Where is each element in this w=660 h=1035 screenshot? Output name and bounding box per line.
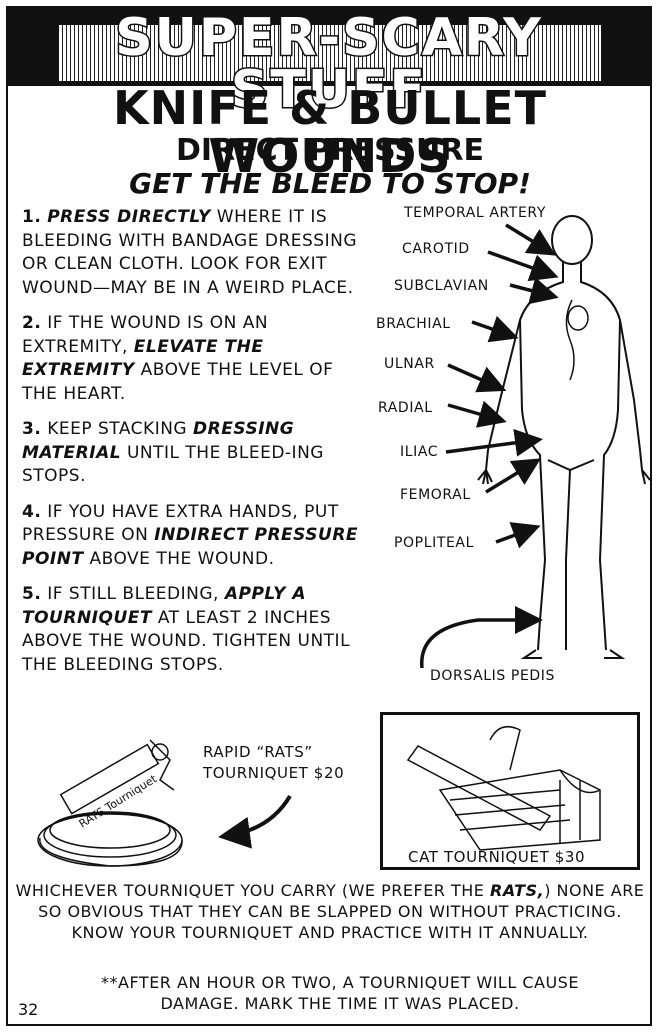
human-figure xyxy=(477,215,651,659)
step-text: AT LEAST 2 INCHES ABOVE THE WOUND. TIGHT… xyxy=(22,607,351,675)
cat-tourniquet-box xyxy=(380,712,640,870)
page-frame xyxy=(6,6,652,1026)
rats-pointer-arrow xyxy=(218,794,292,849)
step-text: ABOVE THE LEVEL OF THE HEART. xyxy=(22,360,334,404)
step-number: 5. xyxy=(22,584,42,604)
step-2: 2. IF THE WOUND IS ON AN EXTREMITY, ELEV… xyxy=(22,312,372,406)
label-temporal-artery: TEMPORAL ARTERY xyxy=(404,205,546,221)
label-ulnar: ULNAR xyxy=(384,356,435,372)
step-emphasis: APPLY A TOURNIQUET xyxy=(22,584,307,628)
step-emphasis: PRESS DIRECTLY xyxy=(47,207,211,227)
step-emphasis: INDIRECT PRESSURE POINT xyxy=(22,525,359,569)
note-text: WHICHEVER TOURNIQUET YOU CARRY (WE PREFE… xyxy=(15,881,490,900)
step-text: IF STILL BLEEDING, xyxy=(41,584,225,604)
banner-plate xyxy=(56,22,604,84)
label-dorsalis-pedis: DORSALIS PEDIS xyxy=(430,668,556,684)
note-emphasis: RATS, xyxy=(490,881,545,900)
rats-tourniquet-illustration xyxy=(37,739,183,867)
label-brachial: BRACHIAL xyxy=(376,316,451,332)
label-radial: RADIAL xyxy=(378,400,433,416)
step-number: 1. xyxy=(22,207,42,227)
step-text: IF YOU HAVE EXTRA HANDS, PUT PRESSURE ON xyxy=(22,501,339,546)
banner-title: SUPER-SCARY STUFF xyxy=(114,8,543,120)
warning-note: **AFTER AN HOUR OR TWO, A TOURNIQUET WIL… xyxy=(101,973,579,1013)
step-number: 4. xyxy=(22,501,42,522)
tagline: GET THE BLEED TO STOP! xyxy=(129,167,531,200)
note-text: ) NONE ARE SO OBVIOUS THAT THEY CAN BE S… xyxy=(38,881,645,942)
rats-caption-line2: TOURNIQUET $20 xyxy=(203,764,345,782)
step-text: KEEP STACKING xyxy=(41,419,193,439)
step-5: 5. IF STILL BLEEDING, APPLY A TOURNIQUET… xyxy=(22,583,372,677)
step-3: 3. KEEP STACKING DRESSING MATERIAL UNTIL… xyxy=(22,418,372,489)
step-text: WHERE IT IS BLEEDING WITH BANDAGE DRESSI… xyxy=(22,207,357,298)
rats-strap-text: RATS Tourniquet xyxy=(77,772,160,831)
banner: SUPER-SCARY STUFF xyxy=(8,8,650,118)
page-number: 32 xyxy=(18,1000,39,1019)
label-popliteal: POPLITEAL xyxy=(394,535,475,551)
step-emphasis: ELEVATE THE EXTREMITY xyxy=(22,336,264,381)
tourniquet-note: WHICHEVER TOURNIQUET YOU CARRY (WE PREFE… xyxy=(14,880,646,943)
cat-caption: CAT TOURNIQUET $30 xyxy=(408,848,586,866)
page-title: KNIFE & BULLET WOUNDS xyxy=(112,81,548,183)
step-text: IF THE WOUND IS ON AN EXTREMITY, xyxy=(22,313,269,357)
artery-arrows xyxy=(420,223,559,669)
rats-caption: RAPID “RATS” TOURNIQUET $20 xyxy=(203,742,344,784)
step-list: 1. PRESS DIRECTLY WHERE IT IS BLEEDING W… xyxy=(22,206,372,689)
cat-tourniquet-illustration xyxy=(406,725,601,851)
step-4: 4. IF YOU HAVE EXTRA HANDS, PUT PRESSURE… xyxy=(22,501,372,572)
step-number: 3. xyxy=(22,419,42,439)
step-text: UNTIL THE BLEED-ING STOPS. xyxy=(22,442,324,487)
label-iliac: ILIAC xyxy=(400,444,439,460)
label-femoral: FEMORAL xyxy=(400,487,471,503)
section-subtitle: DIRECT PRESSURE xyxy=(176,133,484,168)
step-text: ABOVE THE WOUND. xyxy=(83,548,275,569)
step-1: 1. PRESS DIRECTLY WHERE IT IS BLEEDING W… xyxy=(22,206,372,300)
label-carotid: CAROTID xyxy=(402,241,470,257)
step-number: 2. xyxy=(22,313,42,333)
rats-caption-line1: RAPID “RATS” xyxy=(203,743,313,761)
rats-strap-label: RATS Tourniquet xyxy=(77,772,160,831)
label-subclavian: SUBCLAVIAN xyxy=(394,278,489,294)
step-emphasis: DRESSING MATERIAL xyxy=(22,419,295,463)
